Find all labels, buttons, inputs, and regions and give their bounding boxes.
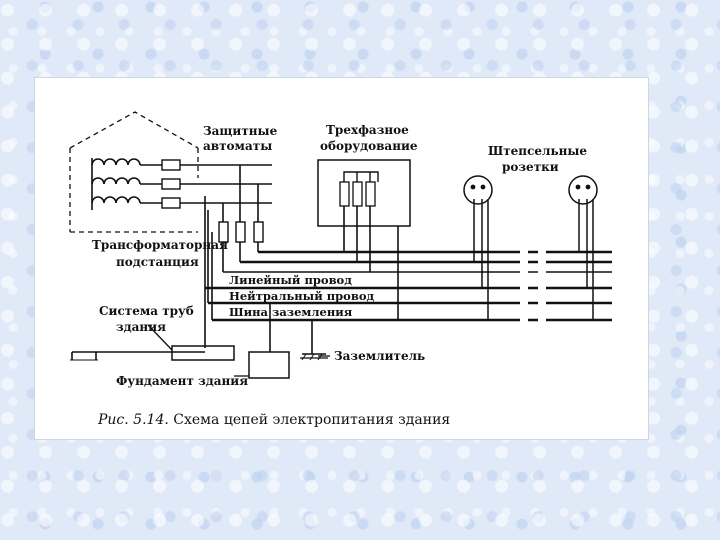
line-wire-label: Линейный провод: [229, 273, 352, 287]
three-phase-label-line2: оборудование: [320, 139, 418, 153]
grounding: [70, 288, 330, 379]
substation-label-line2: подстанция: [116, 255, 199, 269]
diagram-frame: Защитные автоматы Трехфазное оборудовани…: [35, 78, 648, 439]
breakers-label-line2: автоматы: [203, 139, 272, 153]
substation-outline: [69, 111, 199, 233]
sockets-label-line2: розетки: [502, 160, 559, 174]
ground-bus-label: Шина заземления: [229, 305, 353, 319]
pipes-label-line2: здания: [116, 320, 166, 334]
socket-2: [568, 175, 598, 320]
socket-1: [463, 175, 493, 320]
ground-electrode-label: Заземлитель: [334, 349, 425, 363]
bus-lines: [204, 196, 612, 322]
caption-text: Схема цепей электропитания здания: [169, 412, 451, 428]
breaker-fuses: [218, 165, 264, 272]
foundation-label: Фундамент здания: [116, 374, 248, 388]
transformer-windings: [91, 158, 272, 210]
breakers-label-line1: Защитные: [203, 124, 278, 138]
pipes-label-line1: Система труб: [99, 304, 194, 318]
sockets-label-line1: Штепсельные: [488, 144, 587, 158]
three-phase-equipment: [317, 159, 411, 320]
caption-prefix: Рис. 5.14.: [97, 412, 169, 428]
figure-caption: Рис. 5.14. Схема цепей электропитания зд…: [97, 412, 450, 428]
neutral-wire-label: Нейтральный провод: [229, 289, 375, 303]
three-phase-label-line1: Трехфазное: [326, 123, 409, 137]
substation-label-line1: Трансформаторная: [92, 238, 228, 252]
